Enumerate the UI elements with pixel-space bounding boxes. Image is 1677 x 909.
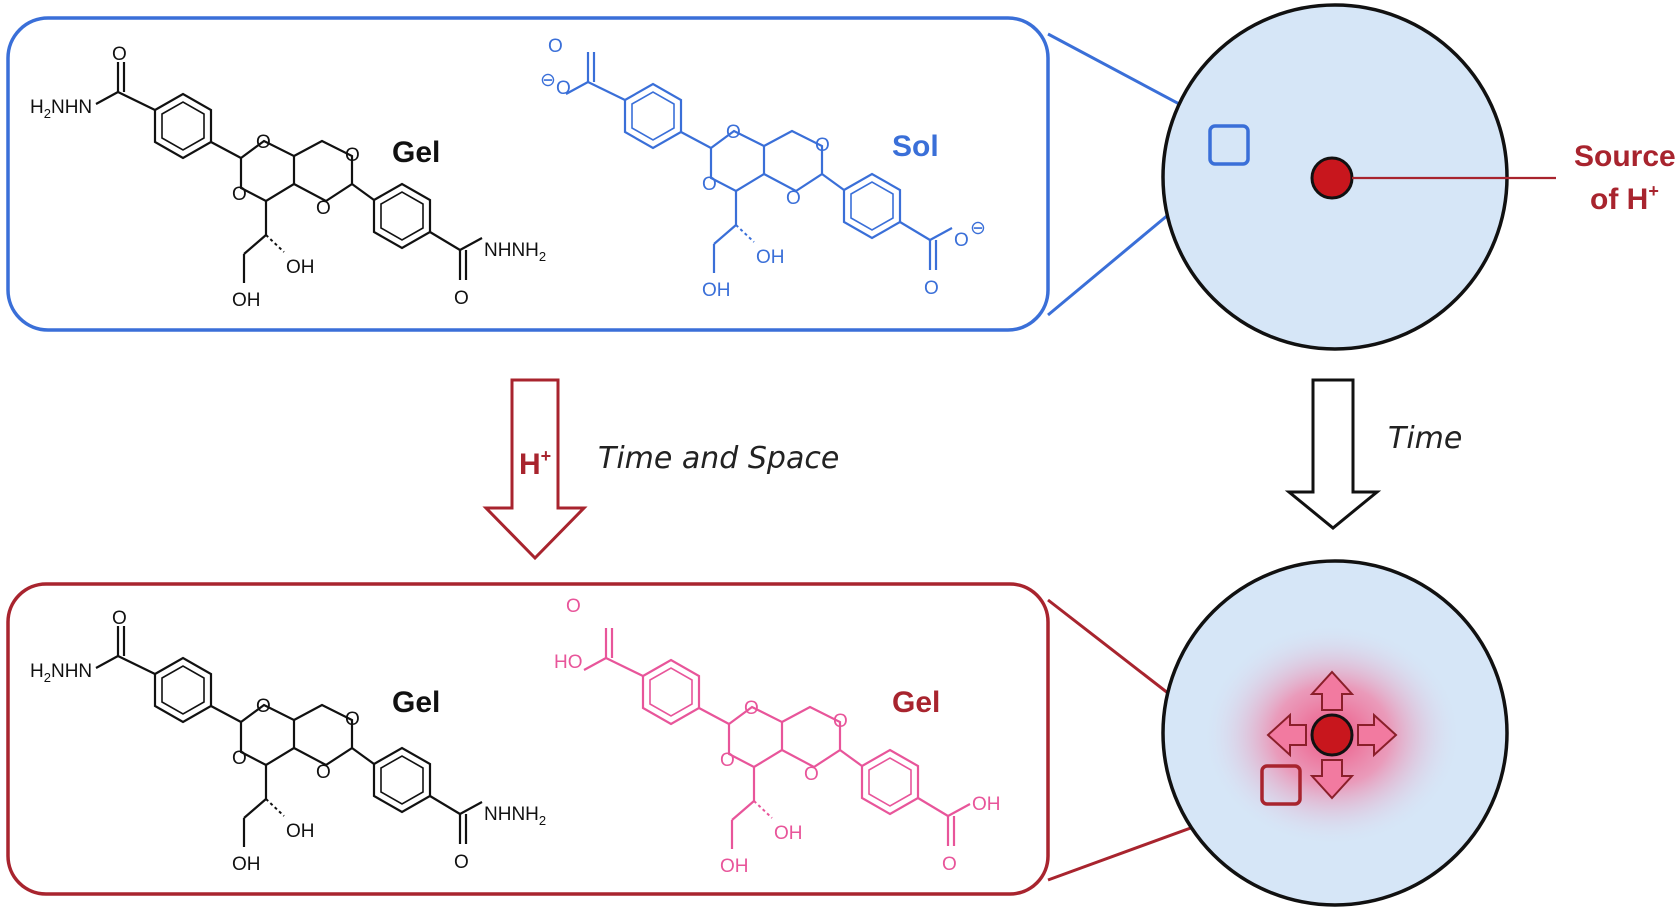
svg-text:O: O [804, 764, 819, 785]
svg-text:O: O [256, 132, 271, 153]
svg-text:O: O [454, 288, 469, 309]
bottom-right-gel-label: Gel [892, 686, 940, 719]
svg-text:OH: OH [720, 856, 749, 877]
source-label-line2: of H+ [1590, 181, 1659, 216]
svg-text:O: O [345, 145, 360, 166]
svg-text:O: O [316, 762, 331, 783]
svg-text:NHNH2: NHNH2 [484, 804, 546, 828]
svg-text:O: O [815, 135, 830, 156]
svg-text:O: O [256, 696, 271, 717]
bottom-right-molecule: O HO O O O O OH OH OH O [554, 596, 1001, 877]
source-label-line1: Source [1574, 140, 1676, 173]
svg-text:OH: OH [232, 854, 261, 875]
svg-text:O: O [454, 852, 469, 873]
top-left-gel-label: Gel [392, 136, 440, 169]
left-down-arrow [482, 378, 588, 561]
svg-text:O: O [942, 854, 957, 875]
svg-text:O: O [702, 174, 717, 195]
svg-text:O: O [556, 78, 571, 99]
svg-text:OH: OH [756, 247, 785, 268]
svg-text:O: O [720, 750, 735, 771]
svg-text:O: O [954, 230, 969, 251]
svg-text:OH: OH [774, 823, 803, 844]
top-proton-source-dot [1310, 156, 1354, 200]
svg-text:O: O [112, 44, 127, 65]
svg-text:OH: OH [702, 280, 731, 301]
top-left-molecule: H2NHN O O O O O OH OH NHNH2 O [30, 44, 546, 311]
bottom-proton-source-dot [1310, 713, 1354, 757]
svg-text:O: O [566, 596, 581, 617]
svg-text:NHNH2: NHNH2 [484, 240, 546, 264]
time-caption: Time [1388, 421, 1462, 456]
top-zoom-square [1208, 124, 1250, 166]
svg-text:OH: OH [972, 794, 1001, 815]
svg-text:OH: OH [232, 290, 261, 311]
svg-text:O: O [726, 122, 741, 143]
bottom-zoom-square [1260, 764, 1302, 806]
svg-text:O: O [833, 711, 848, 732]
svg-text:O: O [786, 188, 801, 209]
bottom-left-gel-label: Gel [392, 686, 440, 719]
svg-text:HO: HO [554, 652, 583, 673]
svg-text:H2NHN: H2NHN [30, 661, 92, 685]
bottom-panel-frame [6, 582, 1050, 896]
arrow-h-plus-label: H+ [519, 446, 551, 481]
svg-text:OH: OH [286, 257, 315, 278]
top-panel-frame [6, 16, 1050, 332]
svg-text:O: O [548, 36, 563, 57]
svg-text:O: O [924, 278, 939, 299]
svg-text:H2NHN: H2NHN [30, 97, 92, 121]
bottom-left-molecule: H2NHN O O O O O OH OH NHNH2 O [30, 608, 546, 875]
svg-text:O: O [744, 698, 759, 719]
svg-text:O: O [232, 184, 247, 205]
svg-text:⊖: ⊖ [970, 218, 986, 239]
svg-text:OH: OH [286, 821, 315, 842]
svg-text:O: O [345, 709, 360, 730]
right-down-arrow [1284, 378, 1382, 530]
svg-text:⊖: ⊖ [540, 70, 556, 91]
time-and-space-caption: Time and Space [598, 441, 839, 476]
top-right-molecule: O ⊖ O O O O O OH OH O ⊖ O [540, 36, 986, 301]
diffusion-arrows [1266, 670, 1398, 800]
top-right-sol-label: Sol [892, 130, 939, 163]
svg-text:O: O [112, 608, 127, 629]
svg-text:O: O [316, 198, 331, 219]
svg-text:O: O [232, 748, 247, 769]
